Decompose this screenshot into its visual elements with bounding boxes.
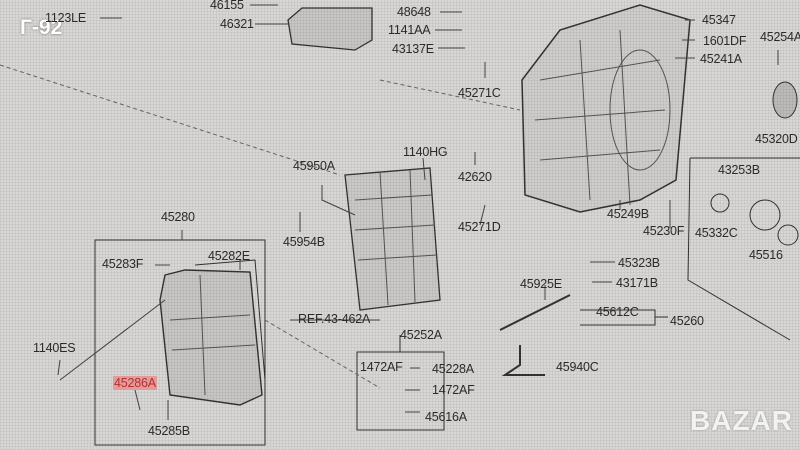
part-label: 45241A — [700, 52, 742, 66]
part-label: 45925E — [520, 277, 562, 291]
part-label: 45954B — [283, 235, 325, 249]
part-label: 45323B — [618, 256, 660, 270]
part-label: 45280 — [161, 210, 195, 224]
part-label: 1140HG — [403, 145, 448, 159]
side-cover — [159, 269, 263, 406]
part-label: 45260 — [670, 314, 704, 328]
part-label: 1123LE — [45, 11, 86, 25]
reference-label: REF.43-462A — [298, 312, 371, 326]
part-label: 48648 — [397, 5, 431, 19]
part-label: 46321 — [220, 17, 254, 31]
part-label: 43253B — [718, 163, 760, 177]
part-label: 42620 — [458, 170, 492, 184]
part-label: 45283F — [102, 257, 144, 271]
part-label: 45347 — [702, 13, 736, 27]
part-label: 45249B — [607, 207, 649, 221]
oil-filter — [287, 7, 373, 51]
part-label: 45230F — [643, 224, 685, 238]
shift-rod — [499, 294, 571, 376]
valve-body — [344, 167, 441, 311]
part-label: 43137E — [392, 42, 434, 56]
part-label: 45282E — [208, 249, 250, 263]
part-label: 45252A — [400, 328, 442, 342]
part-label: 45950A — [293, 159, 335, 173]
part-label: 45228A — [432, 362, 474, 376]
part-label: 45320D — [755, 132, 798, 146]
transmission-case — [521, 4, 691, 213]
part-label: 45271C — [458, 86, 501, 100]
part-label: 45271D — [458, 220, 501, 234]
bazar-logo: BAZAR — [690, 405, 793, 436]
part-label: 1601DF — [703, 34, 747, 48]
part-label: 1472AF — [360, 360, 403, 374]
part-label: 45332C — [695, 226, 738, 240]
part-label: 45516 — [749, 248, 783, 262]
highlighted-part-label: 45286A — [113, 376, 157, 390]
watermark: Г-92 — [20, 16, 63, 39]
part-label: 45940C — [556, 360, 599, 374]
part-label: 1141AA — [388, 23, 431, 37]
part-label: 45616A — [425, 410, 467, 424]
part-label: 1472AF — [432, 383, 475, 397]
part-label: 45285B — [148, 424, 190, 438]
part-label: 1140ES — [33, 341, 76, 355]
part-label: 46155 — [210, 0, 244, 12]
part-label: 45254A — [760, 30, 800, 44]
part-label: 45612C — [596, 305, 639, 319]
part-label: 43171B — [616, 276, 658, 290]
